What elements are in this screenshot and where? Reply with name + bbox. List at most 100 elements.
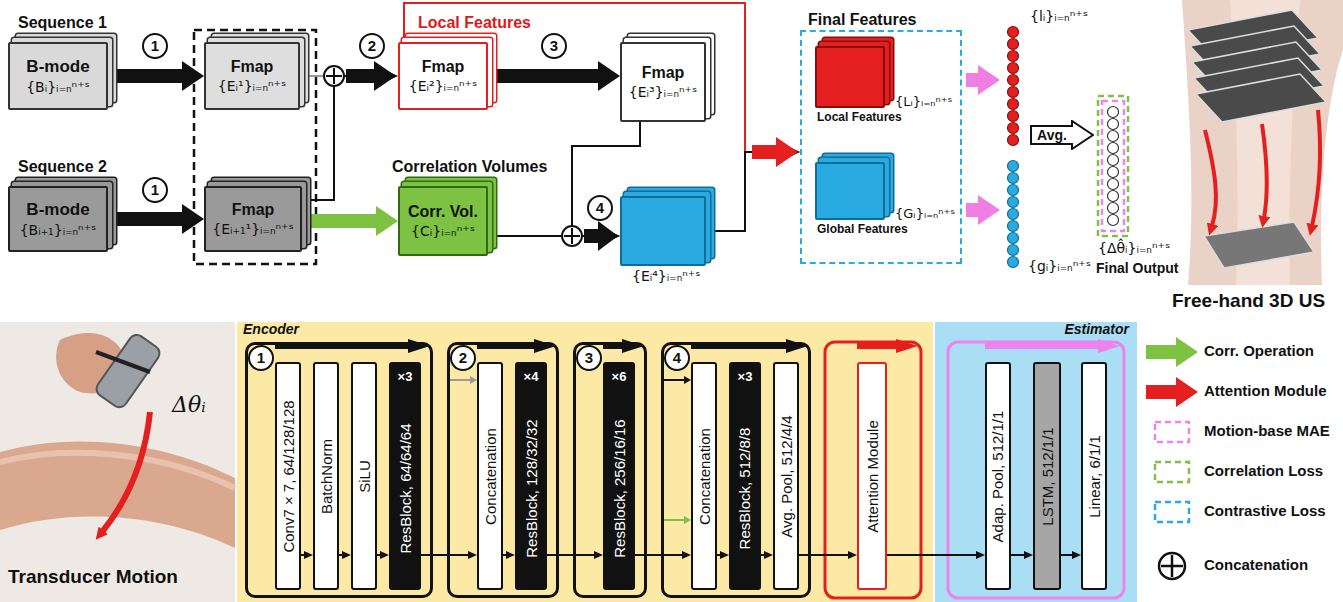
node-text: Attention Module xyxy=(863,420,880,533)
text-stack: B-mode {Bᵢ}ᵢ₌ₙⁿ⁺ˢ xyxy=(10,44,106,108)
layer-cell: Conv7 × 7, 64/128/128 xyxy=(275,362,301,590)
text-stack: Corr. Vol.{Cᵢ}ᵢ₌ₙⁿ⁺ˢ xyxy=(400,188,486,254)
node-text: Adap. Pool, 512/1/1 xyxy=(989,410,1006,542)
output-vector xyxy=(1098,96,1128,236)
concat-symbol xyxy=(333,68,335,84)
text-stack xyxy=(817,164,883,218)
transducer-photo xyxy=(93,332,162,410)
input-stubs xyxy=(470,376,477,384)
node-text: {Eᵢ₊₁¹}ᵢ₌ₙⁿ⁺ˢ xyxy=(212,221,293,237)
input-stubs xyxy=(450,379,471,381)
node-text: ×6 xyxy=(605,369,633,384)
estimator-panel-ground xyxy=(935,322,1137,602)
layer-cell: Concatenation xyxy=(691,362,717,590)
freehand-3d-illustration xyxy=(1312,110,1320,226)
legend-text: Concatenation xyxy=(1204,556,1308,573)
node-text: Conv7 × 7, 64/128/128 xyxy=(280,400,297,552)
output-vector xyxy=(1098,96,1128,236)
text-stack xyxy=(817,48,883,106)
local-feature-vector xyxy=(1008,63,1019,74)
output-vector xyxy=(1108,155,1119,166)
layer-arrow xyxy=(547,554,594,556)
text-stack: Fmap{Eᵢ²}ᵢ₌ₙⁿ⁺ˢ xyxy=(400,44,486,108)
text-stack xyxy=(622,198,704,264)
module-frames xyxy=(825,342,1124,598)
feature-map: Fmap{Eᵢ²}ᵢ₌ₙⁿ⁺ˢLocal Features xyxy=(398,42,488,110)
node-text: Correlation Volumes xyxy=(392,158,547,176)
legend-samples xyxy=(1159,553,1185,579)
callout-number: 2 xyxy=(359,33,385,59)
legend-samples xyxy=(1146,377,1198,407)
global-feature-vector xyxy=(1008,257,1019,268)
node-text: Linear, 6/1/1 xyxy=(1085,435,1102,518)
encoder-stage: 4ConcatenationResBlock, 512/8/8×3Avg. Po… xyxy=(661,342,811,598)
text-stack: B-mode{Bᵢ₊₁}ᵢ₌ₙⁿ⁺ˢ xyxy=(10,188,106,250)
node-text: ResBlock, 256/16/16 xyxy=(611,419,628,557)
global-feature-vector xyxy=(1008,161,1019,172)
callout-number: 3 xyxy=(541,33,567,59)
global-feature-vector xyxy=(1008,173,1019,184)
estimator-panel-ground xyxy=(935,322,1137,602)
output-vector xyxy=(1108,107,1119,226)
layer-cell: Linear, 6/1/1 xyxy=(1081,362,1107,590)
layer-arrow xyxy=(887,554,976,556)
global-feature-vector xyxy=(1008,233,1019,244)
node-text: {Bᵢ}ᵢ₌ₙⁿ⁺ˢ xyxy=(26,79,90,95)
transducer-photo xyxy=(0,453,235,488)
layer-arrow xyxy=(717,554,720,556)
layer-arrow xyxy=(761,554,764,556)
layer-cell: Concatenation xyxy=(477,362,503,590)
label-text: {lᵢ}ᵢ₌ₙⁿ⁺ˢ xyxy=(1030,8,1088,24)
feature-map: Fmap{Eᵢ³}ᵢ₌ₙⁿ⁺ˢ xyxy=(620,42,706,122)
node-text: {Gᵢ}ᵢ₌ₙⁿ⁺ˢ xyxy=(895,206,955,221)
concat-symbol xyxy=(571,228,573,244)
layer-arrow xyxy=(1011,554,1024,556)
block-arrow xyxy=(584,221,618,251)
output-vector xyxy=(1102,101,1124,231)
legend-text: Motion-base MAE xyxy=(1204,422,1330,439)
block-arrow xyxy=(752,137,798,167)
correlation-arrow xyxy=(302,214,376,228)
concat-symbol xyxy=(324,66,344,86)
freehand-3d-illustration xyxy=(1182,0,1343,285)
global-feature-vector xyxy=(1008,221,1019,232)
node-text: B-mode xyxy=(26,57,89,77)
output-vector xyxy=(1108,179,1119,190)
node-text: {Cᵢ}ᵢ₌ₙⁿ⁺ˢ xyxy=(411,223,475,239)
node-text: Fmap xyxy=(422,58,465,76)
resblock-cell: ResBlock, 512/8/8×3 xyxy=(729,362,761,590)
layer-arrow xyxy=(503,554,506,556)
feature-map: Fmap{Eᵢ¹}ᵢ₌ₙⁿ⁺ˢ xyxy=(204,42,300,110)
node-text: ×4 xyxy=(517,369,545,384)
node-text: Fmap xyxy=(232,201,275,219)
local-feature-vector xyxy=(1008,87,1019,98)
local-feature-vector xyxy=(1008,135,1019,146)
output-vector xyxy=(1108,119,1119,130)
node-text: SiLU xyxy=(355,460,372,493)
layer-cell: Avg. Pool, 512/4/4 xyxy=(773,362,799,590)
input-stubs xyxy=(684,516,691,524)
freehand-3d-illustration xyxy=(1204,222,1314,268)
resblock-cell: ResBlock, 64/64/64×3 xyxy=(389,362,421,590)
node-text: Sequence 2 xyxy=(18,158,107,176)
node-text: Global Features xyxy=(817,222,908,236)
local-feature-vector xyxy=(1008,123,1019,134)
layer-arrow xyxy=(339,554,342,556)
output-vector xyxy=(1108,143,1119,154)
legend-samples xyxy=(1155,462,1189,482)
module-frames xyxy=(825,342,921,598)
label-text: Free-hand 3D US xyxy=(1172,290,1325,312)
layer-arrow xyxy=(635,554,682,556)
legend-text: Attention Module xyxy=(1204,382,1326,399)
node-text: ResBlock, 128/32/32 xyxy=(523,419,540,557)
connectors xyxy=(108,3,1072,555)
node-text: {Lᵢ}ᵢ₌ₙⁿ⁺ˢ xyxy=(895,94,952,109)
node-text: Estimator xyxy=(1064,321,1129,337)
encoder-group-frame xyxy=(194,30,316,264)
block-arrow xyxy=(985,339,1120,353)
node-text: Encoder xyxy=(243,321,299,337)
merge-line xyxy=(302,76,389,200)
node-text: {Eᵢ¹}ᵢ₌ₙⁿ⁺ˢ xyxy=(218,78,286,94)
legend-samples xyxy=(1146,337,1198,579)
